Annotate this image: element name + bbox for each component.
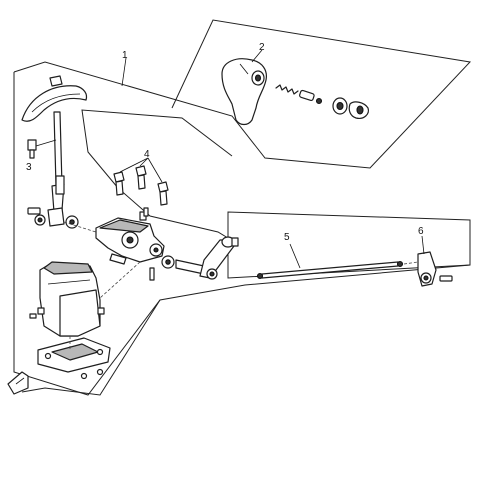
part-4-bolts	[113, 157, 169, 206]
callout-3: 3	[26, 162, 32, 173]
callout-labels: 1 2 3 4 5 6	[26, 42, 424, 243]
fastener-bracket-bottom	[149, 267, 155, 281]
assembly-dashes	[63, 221, 419, 350]
leader-2	[251, 49, 263, 63]
callout-leaders	[121, 49, 263, 87]
lever-base	[47, 207, 65, 227]
bracket-foot	[109, 253, 127, 265]
boot-rib	[31, 93, 81, 113]
dash-rod-to-lever	[403, 261, 419, 265]
fastener-housing-left	[29, 313, 37, 319]
rod-6-leader-line	[421, 235, 425, 255]
knob-bore-hole	[254, 74, 262, 82]
bolt-4c	[157, 181, 169, 206]
callout-1: 1	[122, 50, 128, 61]
bracket-pivot-hole	[126, 236, 134, 244]
part-3-bolt	[27, 139, 57, 159]
dash-bracket-to-housing	[99, 261, 141, 299]
housing-screw-left	[37, 307, 45, 315]
crank-pin-end	[231, 237, 239, 247]
knob-button-center	[336, 101, 344, 111]
gearshift-housing	[37, 261, 105, 337]
knob-pin-tip	[315, 97, 323, 105]
lever-bushing-hole	[69, 219, 75, 225]
lever-collar	[55, 175, 65, 195]
base-plate-fastener-1	[80, 372, 88, 380]
bolt-4b	[135, 165, 147, 190]
rod-lever-eye-hole	[423, 275, 429, 281]
base-plate-assembly	[7, 337, 111, 395]
housing-rib-line	[47, 279, 91, 285]
bolt-3-leader-line	[35, 139, 57, 147]
rod-lever-bolt	[439, 275, 453, 282]
shift-knob-assembly	[221, 58, 369, 126]
dash-lever-to-bracket	[63, 221, 97, 233]
lever-side-bolt	[27, 207, 41, 215]
bolt-4a	[113, 171, 125, 196]
bracket-boss-hole	[153, 247, 159, 253]
part-5-shift-rod	[256, 243, 404, 280]
knob-detail-line	[239, 63, 249, 75]
rod-end-right	[396, 260, 404, 268]
bolt-3-shank	[29, 149, 35, 159]
lever-rod	[53, 111, 63, 187]
lower-bracket-frame	[21, 299, 161, 396]
crank-arm-assembly	[161, 236, 239, 280]
clip-detail-line	[15, 377, 25, 385]
crank-shaft	[175, 259, 205, 275]
bracket-top-plate	[99, 219, 149, 233]
rod-end-left	[256, 272, 264, 280]
bolt-3-head	[27, 139, 37, 151]
callout-4: 4	[144, 149, 150, 160]
housing-screw-right	[97, 307, 105, 315]
leader-1	[121, 57, 127, 87]
shaft-region-frame	[227, 212, 471, 279]
crank-bushing-hole	[165, 259, 171, 265]
base-plate-hole-2	[96, 348, 104, 356]
knob-spring	[275, 84, 299, 95]
shift-bracket	[95, 211, 165, 265]
rod-5-leader-line	[289, 243, 301, 269]
lever-washer-hole	[37, 217, 43, 223]
lever-top-nut	[49, 75, 63, 87]
knob-end-cap-hole	[356, 105, 364, 115]
housing-top-rim	[43, 261, 93, 275]
knob-pin	[299, 89, 315, 102]
callout-2: 2	[259, 42, 265, 53]
base-plate-fastener-2	[96, 368, 104, 376]
crank-lower-eye-hole	[209, 271, 215, 277]
shift-lever-assembly	[21, 75, 88, 229]
callout-6: 6	[418, 226, 424, 237]
bolt-4b-leader	[139, 157, 149, 167]
crank-arm	[199, 239, 235, 279]
callout-5: 5	[284, 232, 290, 243]
bolt-4a-leader	[119, 157, 149, 173]
knob-group-frame	[13, 19, 472, 169]
loose-fasteners	[29, 207, 155, 319]
fastener-bracket-top	[143, 207, 149, 217]
bolt-4c-leader	[147, 157, 163, 183]
assembly-frame-lines	[13, 19, 472, 396]
base-plate-hole-1	[44, 352, 52, 360]
part-6-rod-lever	[417, 235, 453, 287]
housing-front-panel	[59, 289, 101, 337]
